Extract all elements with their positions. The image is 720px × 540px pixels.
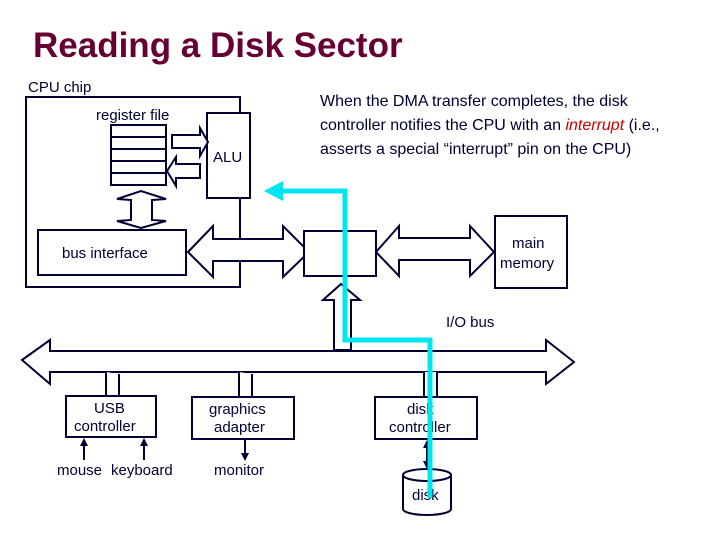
register-file-label: register file [96, 107, 169, 124]
monitor-arrow-head [241, 453, 249, 461]
disk-controller-line2: controller [389, 419, 451, 436]
slide-title: Reading a Disk Sector [33, 26, 403, 65]
bus-interface-label: bus interface [62, 245, 148, 262]
keyboard-arrow-head [140, 438, 148, 446]
note-interrupt-term: interrupt [565, 117, 625, 134]
mouse-arrow-head [80, 438, 88, 446]
disk-label: disk [412, 487, 439, 504]
bus-interface-box [37, 229, 187, 276]
graphics-adapter-box [191, 396, 295, 440]
main-memory-label-line2: memory [500, 255, 555, 272]
interrupt-arrow-head [264, 181, 283, 201]
alu-box [206, 112, 251, 199]
keyboard-label: keyboard [111, 462, 173, 479]
alu-to-regfile-arrow [165, 153, 201, 190]
io-bus-label: I/O bus [446, 314, 494, 331]
disk-controller-box [374, 396, 478, 440]
disk-cylinder [402, 468, 452, 516]
mouse-label: mouse [57, 462, 102, 479]
usb-controller-box [65, 395, 157, 438]
monitor-label: monitor [214, 462, 264, 479]
io-bridge-box [303, 230, 377, 277]
system-bus-arrow [186, 223, 311, 280]
graphics-adapter-line2: adapter [214, 419, 265, 436]
io-bus-arrow [20, 337, 576, 387]
usb-controller-line1: USB [94, 400, 125, 417]
register-file [110, 124, 167, 186]
disk-controller-line1: disk [407, 401, 434, 418]
note-text-after: (i.e., asserts a special “interrupt” pin… [320, 117, 660, 158]
regfile-to-alu-arrow [171, 124, 210, 160]
main-memory-label-line1: main [512, 235, 545, 252]
main-memory-box [494, 215, 568, 289]
usb-controller-line2: controller [74, 418, 136, 435]
graphics-adapter-line1: graphics [209, 401, 266, 418]
alu-label: ALU [213, 149, 242, 166]
cpu-chip-label: CPU chip [28, 79, 91, 96]
memory-bus-arrow [374, 223, 496, 279]
regfile-bus-interface-arrow [116, 189, 167, 230]
note-text-before: When the DMA transfer completes, the dis… [320, 93, 628, 134]
dma-interrupt-note: When the DMA transfer completes, the dis… [320, 90, 680, 162]
interrupt-path-segment [285, 188, 433, 435]
